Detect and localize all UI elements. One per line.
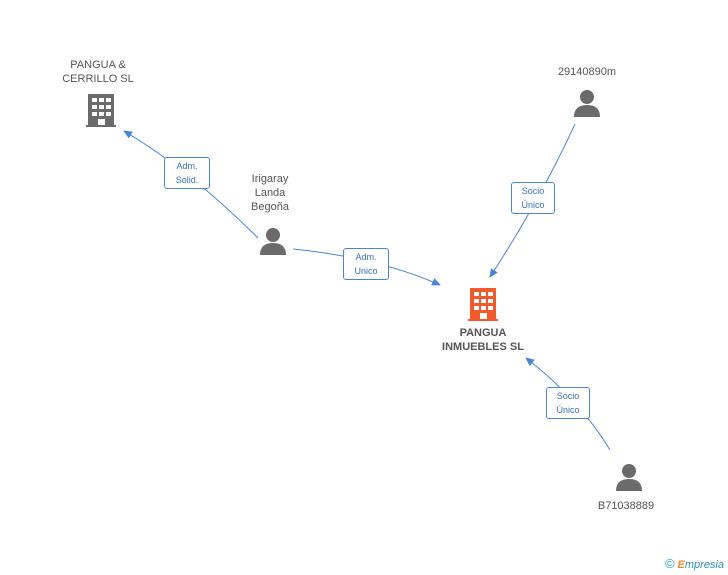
node-label-29140890m: 29140890m (557, 66, 617, 78)
edge-label-socio-unico-top[interactable]: Socio Único (511, 182, 555, 214)
person-icon (260, 228, 286, 255)
node-label-line: Landa (254, 187, 286, 199)
edge-label-line: Único (521, 200, 545, 210)
node-label-pangua-cerrillo: PANGUA & CERRILLO SL (48, 58, 148, 86)
empresia-logo: ©Empresia (665, 556, 724, 571)
person-node-29140890m[interactable] (572, 88, 602, 118)
edge-label-line: Adm. (355, 252, 377, 262)
edge-label-line: Solid. (175, 175, 199, 185)
person-node-irigaray[interactable] (258, 226, 288, 256)
edge-label-line: Socio (556, 391, 580, 401)
building-icon (86, 94, 116, 127)
edge-label-socio-unico-bottom[interactable]: Socio Único (546, 387, 590, 419)
edge-label-adm-solid[interactable]: Adm. Solid. (164, 157, 210, 189)
edge-label-adm-unico[interactable]: Adm. Unico (343, 248, 389, 280)
node-label-b71038889: B71038889 (597, 500, 655, 512)
copyright-icon: © (664, 556, 675, 571)
node-label-line: Begoña (251, 201, 289, 213)
building-icon (468, 288, 498, 321)
node-label-line: PANGUA & (70, 59, 126, 71)
node-label-line: PANGUA (459, 327, 507, 339)
node-label-pangua-inmuebles: PANGUA INMUEBLES SL (423, 326, 543, 354)
node-label-line: CERRILLO SL (62, 73, 134, 85)
edge-label-line: Adm. (176, 161, 198, 171)
edge-label-line: Unico (354, 266, 378, 276)
person-node-b71038889[interactable] (614, 462, 644, 492)
brand-name: mpresia (684, 559, 724, 571)
person-icon (574, 90, 600, 117)
edge-label-line: Socio (521, 186, 545, 196)
person-icon (616, 464, 642, 491)
node-label-line: INMUEBLES SL (442, 341, 524, 353)
node-label-line: Irigaray (251, 173, 289, 185)
main-company-building-icon[interactable] (466, 286, 500, 322)
edge-label-line: Único (556, 405, 580, 415)
brand-initial: E (677, 559, 685, 571)
company-building-icon[interactable] (84, 92, 118, 128)
node-label-irigaray: Irigaray Landa Begoña (230, 172, 310, 214)
